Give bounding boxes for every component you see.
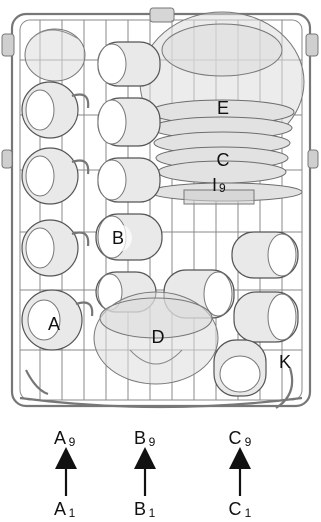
sequence-c-top: C [229,428,242,448]
sequence-b-bottom: B [134,499,146,519]
label-d: D [152,327,165,347]
label-b-marker: B [104,224,132,252]
label-b: B [112,228,124,248]
sequence-a-bottom-subscript: 1 [69,506,76,520]
sequence-a-bottom: A [54,499,66,519]
loading-sequence: A 9 A 1 B 9 B 1 C 9 C 1 [54,428,252,520]
sequence-b-top: B [134,428,146,448]
label-c: C [217,150,230,170]
bowl-d [93,291,219,385]
sequence-a-top-subscript: 9 [69,435,76,449]
sequence-c-top-subscript: 9 [245,435,252,449]
sequence-b-top-subscript: 9 [149,435,156,449]
label-k: K [279,352,291,372]
sequence-a: A 9 A 1 [54,428,77,520]
stacked-bowls [139,11,305,205]
sequence-c-bottom-subscript: 1 [245,506,252,520]
label-e: E [217,98,229,118]
label-i-subscript: 9 [219,181,226,195]
sequence-c: C 9 C 1 [229,428,252,520]
cups-left-column [21,28,94,396]
sequence-b: B 9 B 1 [134,428,156,520]
cups-middle-column [95,41,163,313]
rack-labels: E C I 9 B A D K [48,98,291,372]
label-a: A [48,314,60,334]
sequence-c-bottom: C [229,499,242,519]
sequence-a-top: A [54,428,66,448]
label-i: I [212,175,217,195]
sequence-b-bottom-subscript: 1 [149,506,156,520]
